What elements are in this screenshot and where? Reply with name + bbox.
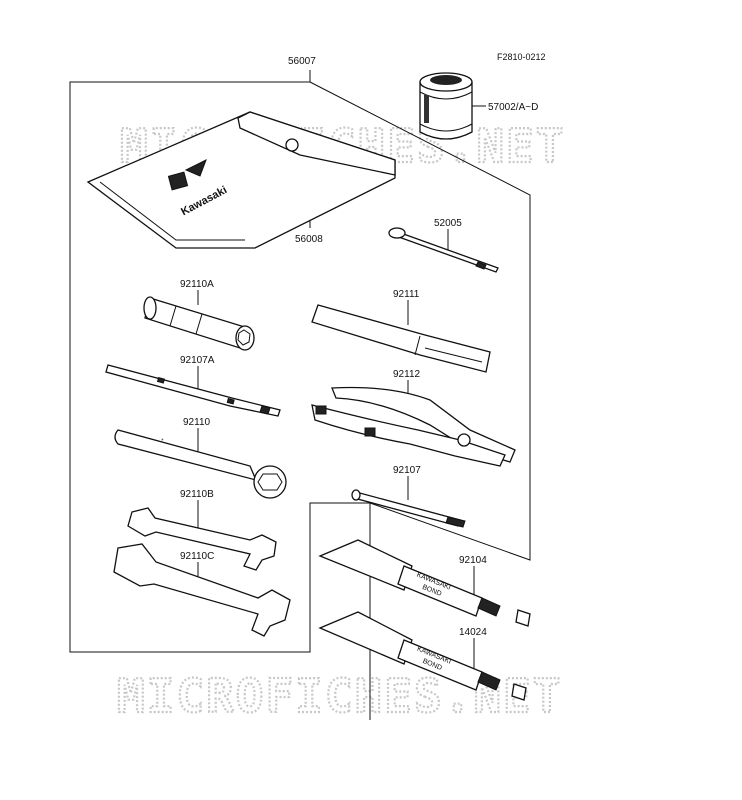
part-wrench-92110C	[113, 543, 291, 637]
label-92104: 92104	[459, 555, 487, 566]
label-92112: 92112	[393, 369, 421, 380]
label-92110A: 92110A	[180, 279, 214, 290]
label-52005: 52005	[434, 218, 462, 229]
part-handle-92111	[311, 304, 491, 373]
label-92110B: 92110B	[180, 489, 214, 500]
label-92107: 92107	[393, 465, 421, 476]
part-wrench-92110: *	[114, 429, 287, 499]
part-screwdriver-92107A	[105, 364, 281, 417]
label-92111: 92111	[393, 289, 420, 300]
part-labels: 56007 57002/A~D 56008 52005 92110A 92111…	[180, 56, 538, 682]
part-tube-14024: KAWASAKI BOND	[318, 611, 527, 701]
part-pliers-92112	[311, 386, 516, 467]
label-57002: 57002/A~D	[488, 102, 538, 113]
label-92107A: 92107A	[180, 355, 215, 366]
label-56007: 56007	[288, 56, 316, 67]
part-screwdriver-92107	[351, 489, 466, 528]
part-pin-52005	[388, 227, 499, 273]
label-92110C: 92110C	[180, 551, 214, 562]
label-92110: 92110	[183, 417, 211, 428]
part-can-57002	[419, 72, 473, 140]
wrench-engraving: *	[160, 438, 164, 445]
diagram-code: F2810-0212	[497, 52, 546, 62]
tool-kit-boundary	[69, 81, 531, 720]
label-14024: 14024	[459, 627, 487, 638]
part-tool-bag-56008: Kawasaki	[86, 111, 396, 249]
part-tube-92104: KAWASAKI BOND	[318, 539, 531, 627]
watermark-bottom: MICROFICHES.NET	[117, 669, 562, 723]
part-wrench-92110B	[127, 507, 277, 571]
label-56008: 56008	[295, 234, 323, 245]
part-socket-92110A	[143, 296, 255, 351]
